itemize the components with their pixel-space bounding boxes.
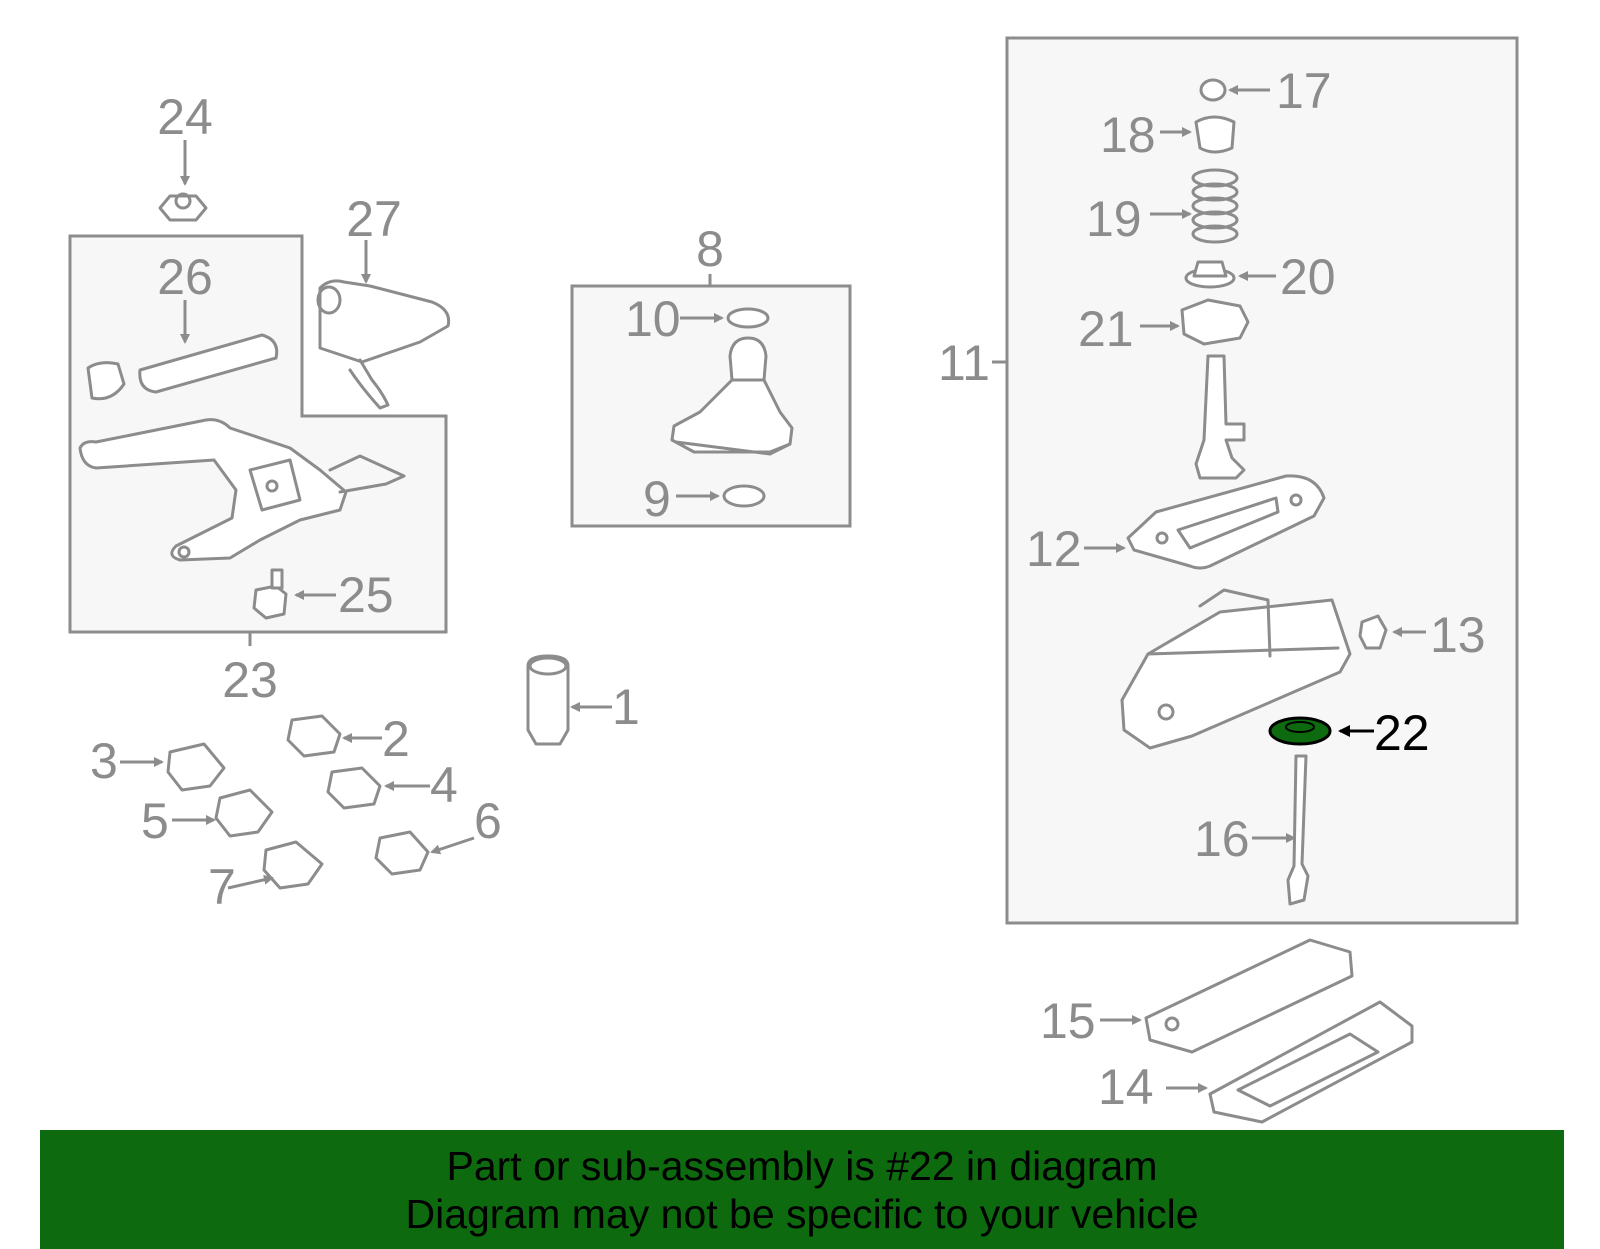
part-16-rod[interactable] xyxy=(1252,754,1310,906)
label-4: 4 xyxy=(430,757,458,813)
label-9: 9 xyxy=(643,471,671,527)
part-6-cover[interactable] xyxy=(374,830,475,876)
shifter-assembly-panel xyxy=(1005,36,1519,925)
label-6: 6 xyxy=(474,793,502,849)
banner-line-1: Part or sub-assembly is #22 in diagram xyxy=(446,1142,1158,1189)
shift-lever-shaft[interactable] xyxy=(1194,354,1246,480)
part-20-seat[interactable] xyxy=(1184,260,1276,289)
part-10-clip[interactable] xyxy=(680,307,770,329)
part-7-cover[interactable] xyxy=(227,840,324,890)
label-21: 21 xyxy=(1078,301,1134,357)
label-26: 26 xyxy=(157,249,213,305)
label-23: 23 xyxy=(222,652,278,708)
part-9-clamp[interactable] xyxy=(676,484,766,508)
label-5: 5 xyxy=(141,793,169,849)
handbrake-lever[interactable] xyxy=(78,418,406,562)
label-1: 1 xyxy=(612,679,640,735)
part-2-cover[interactable] xyxy=(286,714,382,758)
part-4-cover[interactable] xyxy=(326,766,430,810)
part-17-clip[interactable] xyxy=(1199,78,1270,102)
part-1-switch[interactable] xyxy=(526,654,612,746)
part-26-handle-grip[interactable] xyxy=(86,300,279,401)
handbrake-assembly-panel xyxy=(68,234,448,634)
label-14: 14 xyxy=(1098,1059,1154,1115)
label-8: 8 xyxy=(696,221,724,277)
label-18: 18 xyxy=(1100,107,1156,163)
part-27-handbrake-boot[interactable] xyxy=(316,240,451,410)
part-15-cover-plate[interactable] xyxy=(1100,938,1354,1054)
label-20: 20 xyxy=(1280,249,1336,305)
label-22: 22 xyxy=(1374,705,1430,761)
part-12-gasket[interactable] xyxy=(1084,474,1326,570)
shifter-housing[interactable] xyxy=(1120,588,1352,750)
label-27: 27 xyxy=(346,191,402,247)
part-13-grommet[interactable] xyxy=(1358,614,1426,650)
label-2: 2 xyxy=(382,711,410,767)
label-16: 16 xyxy=(1194,811,1250,867)
part-25-switch[interactable] xyxy=(252,568,336,620)
part-18-bushing[interactable] xyxy=(1160,115,1236,154)
part-3-cover[interactable] xyxy=(120,742,226,792)
label-12: 12 xyxy=(1026,521,1082,577)
label-25: 25 xyxy=(338,567,394,623)
label-3: 3 xyxy=(90,733,118,789)
shift-knob-boot[interactable] xyxy=(670,336,794,456)
label-24: 24 xyxy=(157,89,213,145)
label-19: 19 xyxy=(1086,191,1142,247)
info-banner: Part or sub-assembly is #22 in diagram D… xyxy=(40,1130,1564,1249)
label-13: 13 xyxy=(1430,607,1486,663)
label-15: 15 xyxy=(1040,993,1096,1049)
part-22-washer[interactable] xyxy=(1268,716,1374,746)
part-21-guide[interactable] xyxy=(1140,298,1250,346)
part-24-nut[interactable] xyxy=(158,140,208,222)
label-11: 11 xyxy=(938,335,990,391)
part-14-trim-panel[interactable] xyxy=(1166,1000,1414,1124)
banner-line-2: Diagram may not be specific to your vehi… xyxy=(405,1190,1199,1237)
label-10: 10 xyxy=(625,291,681,347)
part-5-cover[interactable] xyxy=(172,788,274,838)
part-19-spring[interactable] xyxy=(1150,168,1239,244)
label-17: 17 xyxy=(1276,63,1332,119)
label-7: 7 xyxy=(208,859,236,915)
